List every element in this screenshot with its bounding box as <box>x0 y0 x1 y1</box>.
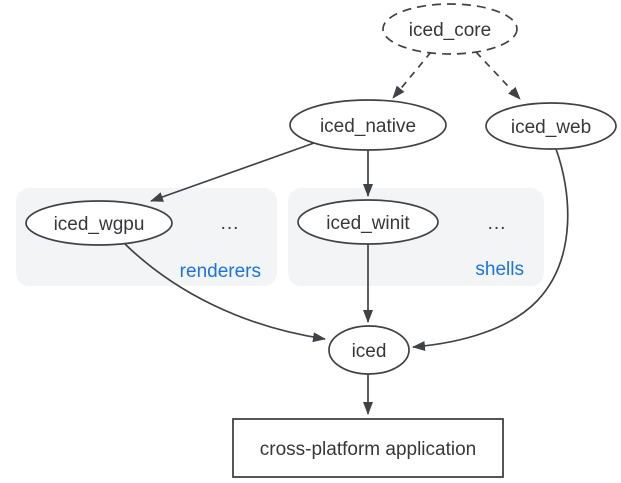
shells-ellipsis: ... <box>488 213 507 234</box>
edge-iced-web-to-iced <box>412 148 569 352</box>
node-iced-wgpu-label: iced_wgpu <box>54 214 145 235</box>
node-iced-winit <box>297 199 439 245</box>
node-iced-web-label: iced_web <box>511 117 591 138</box>
edge-iced-core-to-iced-native <box>392 51 432 99</box>
node-application-label: cross-platform application <box>260 439 476 460</box>
node-application <box>232 418 504 478</box>
edge-iced-native-to-iced-wgpu <box>150 142 315 202</box>
group-shells-label: shells <box>475 259 524 280</box>
node-iced-core-label: iced_core <box>409 20 491 41</box>
edge-iced-wgpu-to-iced <box>123 242 326 343</box>
node-iced-web <box>485 102 617 150</box>
node-iced <box>328 325 410 375</box>
node-iced-label: iced <box>352 341 387 362</box>
edge-iced-core-to-iced-web <box>475 51 521 100</box>
node-iced-winit-label: iced_winit <box>326 213 410 234</box>
renderers-ellipsis: ... <box>221 213 240 234</box>
node-iced-native <box>289 99 447 151</box>
node-iced-core <box>382 3 518 55</box>
group-renderers-label: renderers <box>180 261 261 282</box>
node-iced-native-label: iced_native <box>320 116 416 137</box>
node-iced-wgpu <box>25 200 173 246</box>
